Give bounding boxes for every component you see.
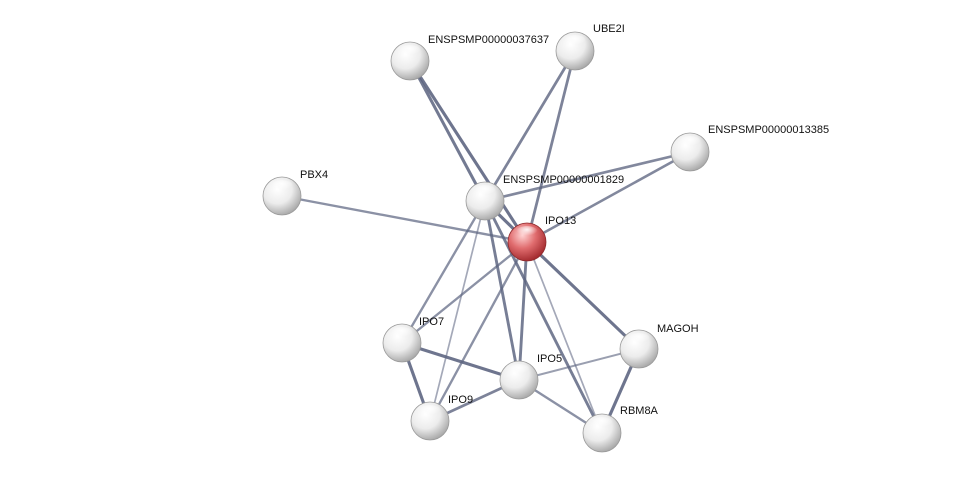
edge-ipo13-rbm8a	[526, 241, 603, 434]
node-label: ENSPSMP00000001829	[503, 174, 624, 186]
edge-ipo13-ipo9	[428, 240, 529, 423]
node-highlight	[508, 364, 530, 376]
node-rbm8a[interactable]: RBM8A	[582, 405, 659, 453]
node-label: ENSPSMP00000037637	[428, 34, 549, 46]
node-highlight	[591, 417, 613, 429]
edge-enspsmp00000001829-ube2i	[483, 49, 577, 203]
node-ipo5[interactable]: IPO5	[499, 353, 562, 400]
edge-ipo13-ube2i	[525, 49, 577, 244]
edge-ipo13-enspsmp00000013385	[525, 150, 692, 244]
node-label: IPO13	[545, 215, 576, 227]
node-highlight	[679, 136, 701, 148]
node-ipo9[interactable]: IPO9	[410, 394, 473, 441]
edge-ipo13-ipo7	[400, 240, 529, 345]
node-highlight	[564, 35, 586, 47]
node-enspsmp00000001829[interactable]: ENSPSMP00000001829	[465, 174, 624, 221]
edge-enspsmp00000001829-ipo9	[429, 200, 486, 422]
node-label: IPO7	[419, 316, 444, 328]
node-highlight	[419, 405, 441, 417]
edge-ipo13-magoh	[525, 240, 641, 351]
node-pbx4[interactable]: PBX4	[262, 169, 328, 216]
node-label: ENSPSMP00000013385	[708, 124, 829, 136]
node-ipo7[interactable]: IPO7	[382, 316, 444, 363]
node-highlight	[628, 333, 650, 345]
edge-ipo7-ipo5	[400, 341, 521, 382]
edges-layer	[280, 49, 692, 435]
node-label: IPO5	[537, 353, 562, 365]
edge-ipo13-ipo5	[517, 240, 529, 382]
node-label: MAGOH	[657, 323, 699, 335]
edge-ipo13-enspsmp00000037637	[408, 59, 529, 244]
node-label: RBM8A	[620, 405, 659, 417]
node-highlight	[271, 180, 293, 192]
node-magoh[interactable]: MAGOH	[619, 323, 699, 369]
node-ipo13[interactable]: IPO13	[507, 215, 576, 262]
node-label: PBX4	[300, 169, 328, 181]
node-enspsmp00000037637[interactable]: ENSPSMP00000037637	[390, 34, 549, 81]
edge-enspsmp00000001829-rbm8a	[483, 199, 604, 435]
edge-enspsmp00000001829-enspsmp00000037637	[408, 59, 487, 203]
node-highlight	[391, 327, 413, 339]
node-highlight	[516, 226, 538, 238]
node-ube2i[interactable]: UBE2I	[555, 23, 625, 71]
edge-enspsmp00000001829-ipo7	[400, 199, 487, 345]
edge-enspsmp00000001829-enspsmp00000013385	[483, 150, 692, 203]
edge-ipo5-magoh	[518, 348, 640, 381]
edge-enspsmp00000001829-ipo5	[483, 199, 521, 382]
node-label: UBE2I	[593, 23, 625, 35]
nodes-layer: ENSPSMP00000037637 UBE2I ENSPSMP0000001338…	[262, 23, 829, 453]
node-highlight	[474, 185, 496, 197]
node-label: IPO9	[448, 394, 473, 406]
node-highlight	[399, 45, 421, 57]
edge-ipo13-pbx4	[280, 194, 529, 244]
node-enspsmp00000013385[interactable]: ENSPSMP00000013385	[670, 124, 829, 172]
